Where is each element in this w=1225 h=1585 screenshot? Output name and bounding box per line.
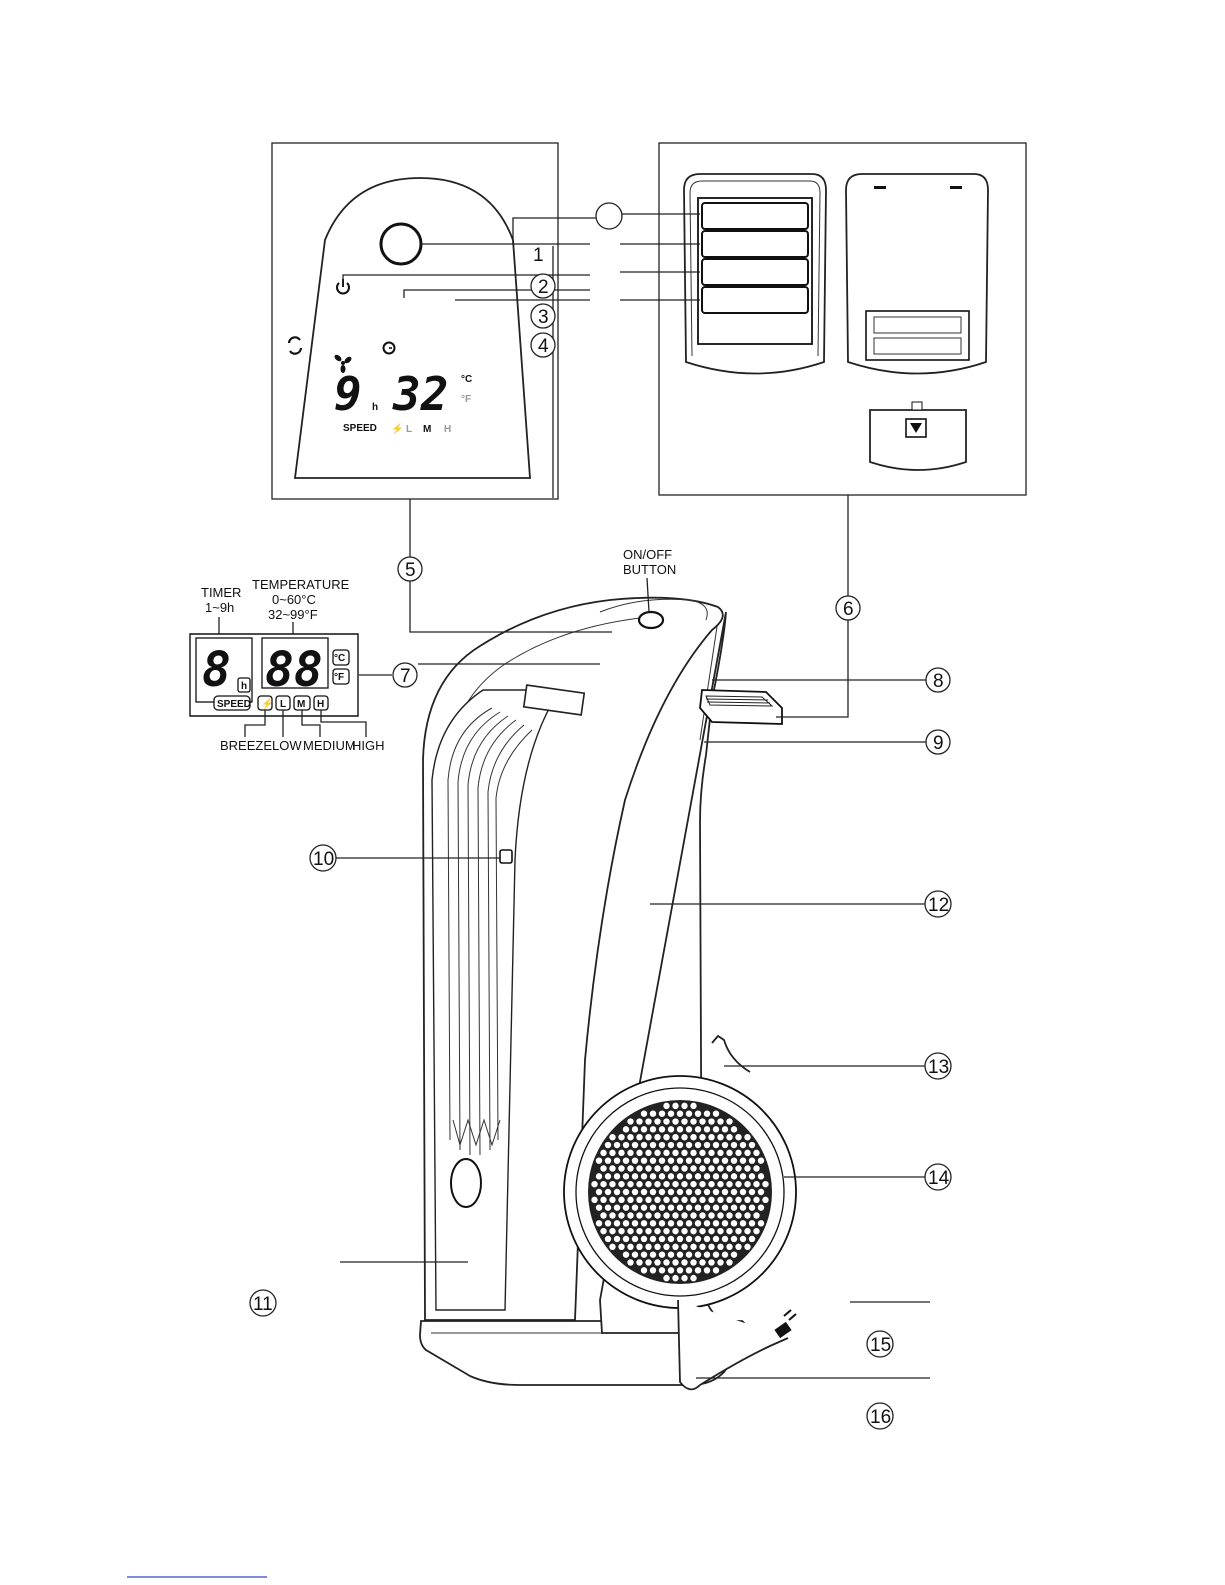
front-window — [451, 1159, 481, 1207]
legend-high-icon: H — [317, 699, 324, 710]
display-legend: TIMER 1~9h TEMPERATURE 0~60°C 32~99°F 8 … — [190, 577, 385, 753]
onoff-label-line2: BUTTON — [623, 562, 676, 577]
callout-5: 5 — [405, 560, 416, 581]
callout-2: 2 — [538, 277, 549, 298]
remote-control-box — [659, 143, 1026, 495]
legend-timer-range: 1~9h — [205, 600, 234, 615]
fan-guard — [564, 1076, 796, 1308]
docked-remote — [700, 690, 782, 724]
legend-unit-c: °C — [334, 653, 345, 664]
legend-medium: MEDIUM — [303, 738, 356, 753]
legend-timer-unit: h — [241, 681, 247, 692]
callout-14: 14 — [928, 1168, 950, 1189]
legend-low-icon: L — [280, 699, 286, 710]
legend-timer-digit: 8 — [202, 642, 231, 698]
panel-speed-label: SPEED — [343, 423, 377, 434]
remote-button-1[interactable] — [702, 203, 808, 229]
top-onoff-button[interactable] — [639, 612, 663, 628]
panel-speed-breeze: ⚡ — [391, 422, 403, 435]
panel-unit-c: °C — [461, 374, 472, 385]
callout-12: 12 — [928, 895, 949, 916]
legend-breeze: BREEZE — [220, 738, 272, 753]
remote-button-4[interactable] — [702, 287, 808, 313]
legend-temp-digits: 88 — [265, 642, 323, 698]
legend-temperature-range-f: 32~99°F — [268, 607, 318, 622]
remote-button-2[interactable] — [702, 231, 808, 257]
panel-speed-medium: M — [423, 424, 431, 435]
callout-6: 6 — [843, 599, 854, 620]
callout-4: 4 — [538, 336, 549, 357]
callout-16: 16 — [870, 1407, 891, 1428]
remote-button-3[interactable] — [702, 259, 808, 285]
panel-power-button[interactable] — [381, 224, 421, 264]
callout-15: 15 — [870, 1335, 891, 1356]
plug-icon — [774, 1310, 796, 1338]
legend-low: LOW — [272, 738, 302, 753]
callout-9: 9 — [933, 733, 944, 754]
legend-breeze-icon: ⚡ — [261, 697, 273, 710]
panel-speed-high: H — [444, 424, 451, 435]
callout-13: 13 — [928, 1057, 949, 1078]
legend-high: HIGH — [352, 738, 385, 753]
legend-temperature-range-c: 0~60°C — [272, 592, 316, 607]
panel-temp-digits: 32 — [392, 367, 448, 421]
callout-1: 1 — [533, 245, 544, 266]
callout-3: 3 — [538, 307, 549, 328]
callout-10: 10 — [313, 849, 334, 870]
legend-temperature-label: TEMPERATURE — [252, 577, 350, 592]
legend-timer-label: TIMER — [201, 585, 241, 600]
heater-body — [420, 598, 796, 1390]
legend-unit-f: °F — [334, 672, 344, 683]
legend-speed-label: SPEED — [217, 699, 251, 710]
battery-compartment — [866, 311, 969, 360]
legend-medium-icon: M — [297, 699, 305, 710]
grille-indicator — [500, 850, 512, 863]
onoff-label-line1: ON/OFF — [623, 547, 672, 562]
callout-8: 8 — [933, 671, 944, 692]
panel-speed-low: L — [406, 424, 412, 435]
callout-blank-circle — [596, 203, 622, 229]
control-panel-box: 9 h 32 °C °F SPEED ⚡ L M H — [272, 143, 558, 499]
callout-11: 11 — [253, 1294, 273, 1315]
callout-7: 7 — [400, 666, 411, 687]
panel-timer-digit: 9 — [334, 367, 362, 421]
panel-unit-f: °F — [461, 394, 471, 405]
panel-timer-unit: h — [372, 402, 378, 413]
